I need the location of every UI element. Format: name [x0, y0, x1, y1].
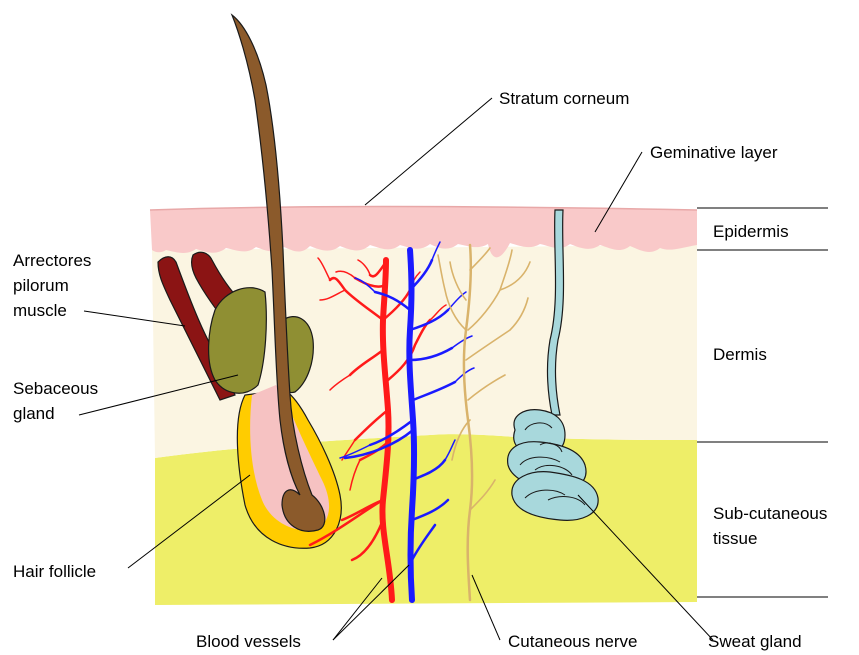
- label-arrectores-line1: Arrectores: [13, 251, 91, 270]
- label-geminative-layer: Geminative layer: [650, 143, 778, 162]
- label-sebaceous-line1: Sebaceous: [13, 379, 98, 398]
- subcutaneous-layer: [155, 434, 697, 605]
- subcutaneous-fill: [155, 434, 697, 605]
- label-subcutaneous-line2: tissue: [713, 529, 757, 548]
- label-hair-follicle: Hair follicle: [13, 562, 96, 581]
- label-epidermis: Epidermis: [713, 222, 789, 241]
- leader-stratum-corneum: [365, 98, 492, 205]
- label-dermis: Dermis: [713, 345, 767, 364]
- label-arrectores-line2: pilorum: [13, 276, 69, 295]
- label-stratum-corneum: Stratum corneum: [499, 89, 629, 108]
- label-subcutaneous-line1: Sub-cutaneous: [713, 504, 827, 523]
- label-cutaneous-nerve: Cutaneous nerve: [508, 632, 637, 651]
- label-arrectores-line3: muscle: [13, 301, 67, 320]
- label-sebaceous-line2: gland: [13, 404, 55, 423]
- label-blood-vessels: Blood vessels: [196, 632, 301, 651]
- label-sweat-gland: Sweat gland: [708, 632, 802, 651]
